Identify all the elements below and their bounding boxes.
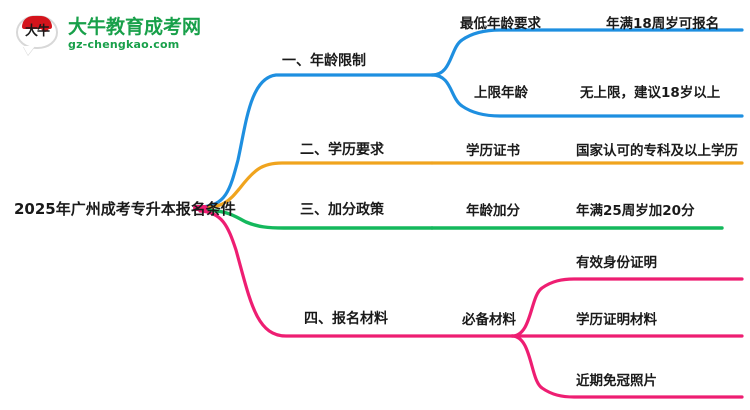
- red-cap-accent-icon: [41, 22, 49, 32]
- mindmap-branch-2[interactable]: 二、学历要求: [300, 142, 384, 158]
- mindmap-node-upper-age-limit[interactable]: 上限年龄: [474, 85, 528, 101]
- mindmap-branch-3[interactable]: 三、加分政策: [300, 202, 384, 218]
- mindmap-value-education-certificate[interactable]: 国家认可的专科及以上学历: [576, 143, 738, 159]
- mindmap-leaf-recent-photo[interactable]: 近期免冠照片: [576, 373, 657, 389]
- mindmap-value-upper-age-limit[interactable]: 无上限，建议18岁以上: [580, 85, 721, 101]
- mindmap-node-required-materials[interactable]: 必备材料: [462, 312, 516, 328]
- connector-root-branch1: [198, 73, 434, 209]
- brand-domain: gz-chengkao.com: [68, 38, 180, 51]
- connector-branch4-child3: [510, 334, 744, 399]
- site-logo: 大牛 大牛教育成考网 gz-chengkao.com: [14, 10, 244, 58]
- logo-mark-icon: 大牛: [14, 13, 60, 55]
- mindmap-leaf-valid-id-proof[interactable]: 有效身份证明: [576, 255, 657, 271]
- connector-branch4-child1: [510, 277, 744, 338]
- speech-bubble-tail-icon: [23, 46, 35, 55]
- mindmap-root-node[interactable]: 2025年广州成考专升本报名条件: [14, 200, 236, 218]
- brand-name: 大牛教育成考网: [68, 16, 202, 38]
- mindmap-value-lowest-age-requirement[interactable]: 年满18周岁可报名: [606, 16, 720, 32]
- mindmap-node-age-bonus[interactable]: 年龄加分: [466, 203, 520, 219]
- mindmap-value-age-bonus[interactable]: 年满25周岁加20分: [576, 203, 695, 219]
- mindmap-node-lowest-age-requirement[interactable]: 最低年龄要求: [460, 16, 541, 32]
- mindmap-node-education-certificate[interactable]: 学历证书: [466, 143, 520, 159]
- connector-branch1-child2: [430, 73, 744, 118]
- mindmap-branch-4[interactable]: 四、报名材料: [304, 311, 388, 327]
- brand-text-block: 大牛教育成考网 gz-chengkao.com: [68, 16, 202, 52]
- connector-root-branch2: [198, 161, 434, 210]
- mindmap-leaf-education-proof[interactable]: 学历证明材料: [576, 312, 657, 328]
- connector-root-branch3: [198, 208, 434, 230]
- mindmap-branch-1[interactable]: 一、年龄限制: [282, 53, 366, 69]
- logo-mark-label: 大牛: [24, 24, 50, 39]
- connector-branch1-child1: [430, 28, 744, 77]
- connector-root-branch4: [198, 209, 514, 338]
